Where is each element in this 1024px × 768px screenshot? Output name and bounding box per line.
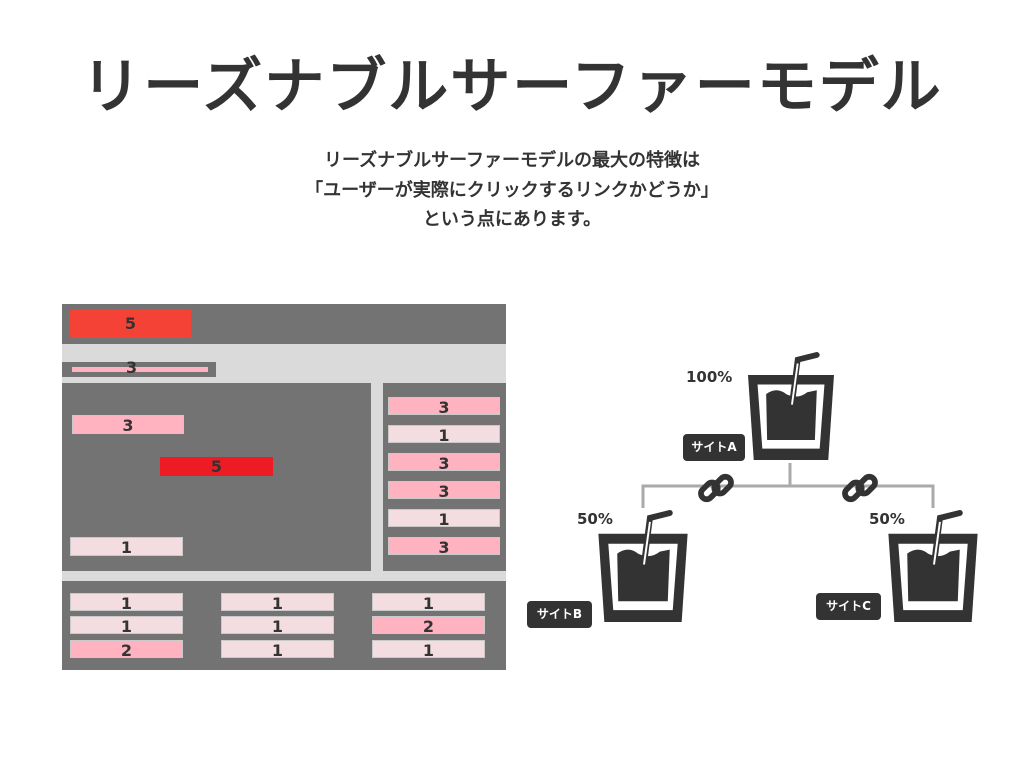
site-c-label: サイトC (816, 593, 881, 620)
footer-weight: 2 (372, 616, 485, 636)
footer-weight: 1 (372, 593, 485, 613)
site-a-label: サイトA (683, 434, 745, 461)
header-weight: 5 (70, 310, 191, 338)
page-title: リーズナブルサーファーモデル (81, 52, 943, 122)
site-b-percent: 50% (577, 510, 613, 528)
main-weight: 5 (160, 457, 273, 476)
footer-weight: 1 (70, 593, 183, 613)
link-icon (697, 469, 735, 507)
main-weight: 1 (70, 537, 183, 557)
webpage-mockup: 5 3 3 5 1 3 1 3 3 1 3 1 1 2 1 1 1 1 2 1 (62, 304, 506, 670)
sidebar-weight: 3 (388, 453, 500, 473)
footer-weight: 1 (70, 616, 183, 636)
cup-icon-site-a (748, 350, 834, 464)
description-line-2: 「ユーザーが実際にクリックするリンクかどうか」 (305, 180, 719, 201)
description-line-1: リーズナブルサーファーモデルの最大の特徴は (323, 150, 701, 171)
sidebar-weight: 3 (388, 397, 500, 417)
footer-weight: 1 (221, 593, 334, 613)
nav-weight: 3 (126, 358, 138, 377)
footer-weight: 1 (221, 616, 334, 636)
footer-weight: 1 (372, 640, 485, 660)
nav-bar (72, 367, 208, 372)
footer-weight: 2 (70, 640, 183, 660)
sidebar-weight: 1 (388, 509, 500, 529)
main-weight: 3 (72, 415, 184, 435)
sidebar-weight: 3 (388, 537, 500, 557)
site-c-percent: 50% (869, 510, 905, 528)
sidebar-weight: 3 (388, 481, 500, 501)
sidebar-weight: 1 (388, 425, 500, 445)
link-icon (841, 469, 879, 507)
description-line-3: という点にあります。 (422, 209, 602, 230)
site-b-label: サイトB (527, 601, 592, 628)
site-a-percent: 100% (686, 368, 733, 386)
footer-weight: 1 (221, 640, 334, 660)
